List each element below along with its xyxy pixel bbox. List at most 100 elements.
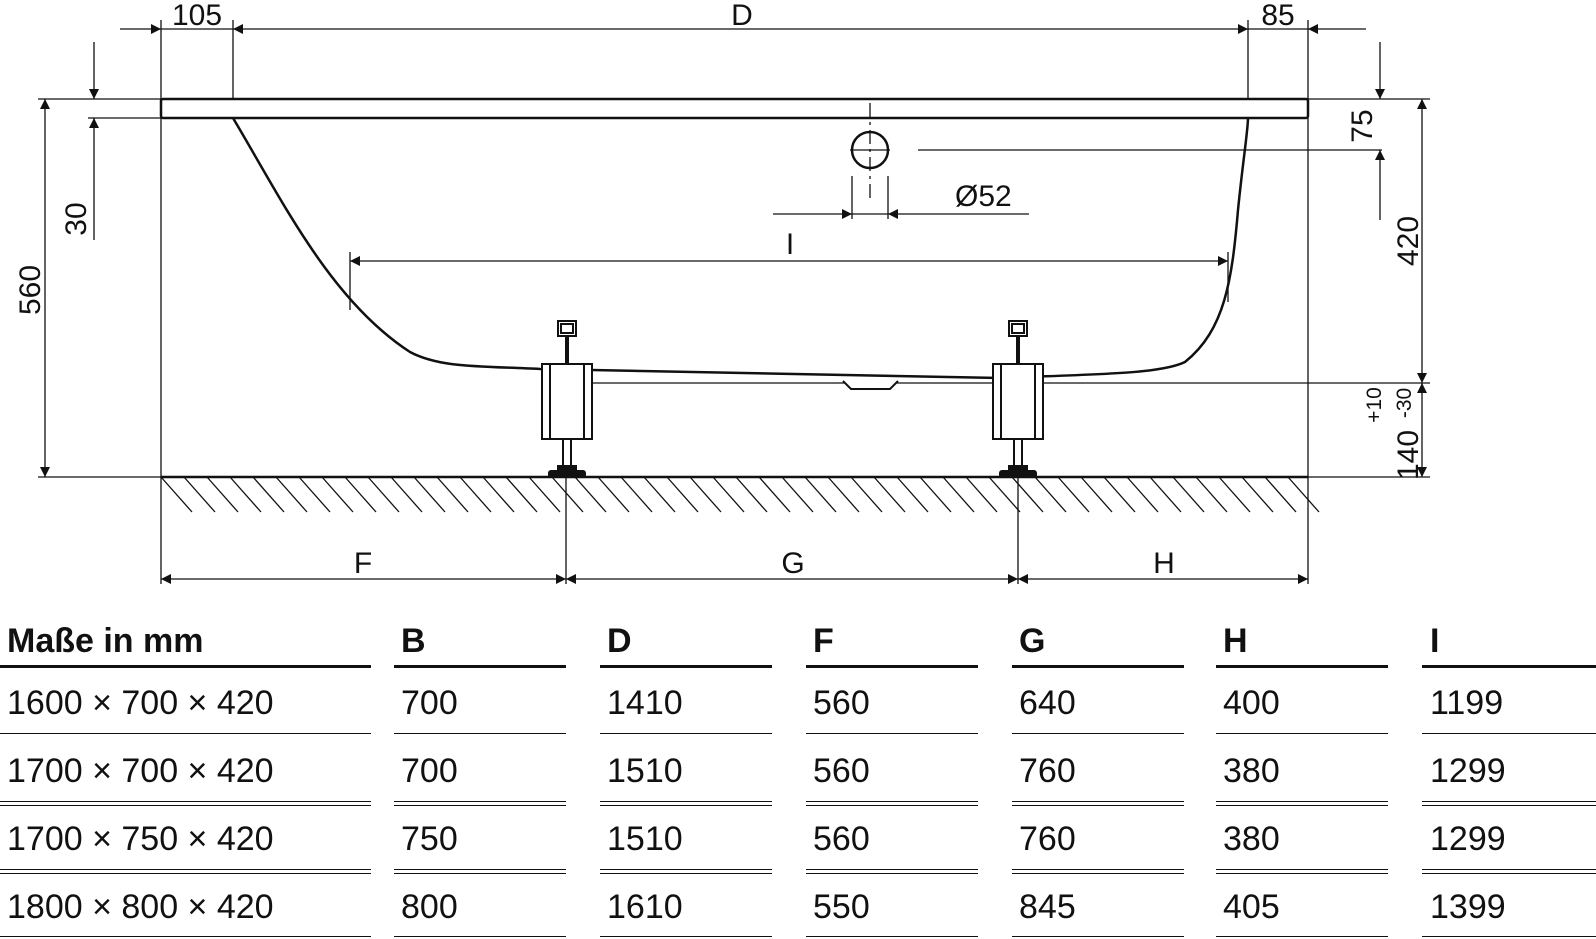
table-cell: 760 bbox=[1019, 820, 1076, 858]
table-header-cell: H bbox=[1223, 622, 1248, 660]
table-cell: 560 bbox=[813, 684, 870, 722]
table-row-rule bbox=[394, 936, 566, 937]
table-cell: 700 bbox=[401, 752, 458, 790]
floor bbox=[160, 475, 1320, 513]
table-row-rule bbox=[806, 801, 978, 806]
dim-label-h: H bbox=[1153, 547, 1175, 580]
table-cell: 750 bbox=[401, 820, 458, 858]
table-header-rule bbox=[1422, 665, 1596, 668]
table-cell: 1410 bbox=[607, 684, 683, 722]
bathtub bbox=[159, 97, 1310, 390]
dim-label-g: G bbox=[781, 547, 804, 580]
table-row-rule bbox=[806, 869, 978, 874]
bathtub-technical-drawing: 105 D 85 Ø52 I 560 30 75 420 140 +10 -30… bbox=[14, 0, 1430, 584]
table-row-rule bbox=[600, 869, 772, 874]
table-row-rule bbox=[1422, 733, 1596, 734]
table-row: 1800 × 800 × 420 800 1610 550 845 405 1399 bbox=[0, 888, 1596, 926]
dim-label-75: 75 bbox=[1346, 109, 1379, 142]
table-header-rule bbox=[394, 665, 566, 668]
table-row-rule bbox=[1422, 869, 1596, 874]
table-row-rule bbox=[0, 869, 371, 874]
table-row-rule bbox=[394, 733, 566, 734]
dim-label-diameter: Ø52 bbox=[955, 180, 1012, 213]
dim-label-d: D bbox=[731, 0, 753, 32]
table-row-rule bbox=[600, 936, 772, 937]
table-header-cell: D bbox=[607, 622, 632, 660]
table-row-rule bbox=[1216, 869, 1388, 874]
table-header-cell: G bbox=[1019, 622, 1046, 660]
table-cell: 405 bbox=[1223, 888, 1280, 926]
dim-label-30: 30 bbox=[60, 202, 93, 235]
table-row-rule bbox=[1012, 733, 1184, 734]
table-cell: 1610 bbox=[607, 888, 683, 926]
table-cell: 1199 bbox=[1430, 684, 1504, 722]
dim-label-105: 105 bbox=[172, 0, 222, 32]
table-row-rule bbox=[1216, 936, 1388, 937]
dimensions-table: Maße in mm B D F G H I 1600 × 700 × 420 700 1410 5… bbox=[0, 600, 1596, 939]
dim-label-tolerance-plus: +10 bbox=[1363, 387, 1386, 423]
table-cell: 1510 bbox=[607, 752, 683, 790]
table-row-rule bbox=[1216, 733, 1388, 734]
table-row: 1700 × 750 × 420 750 1510 560 760 380 1299 bbox=[0, 820, 1596, 858]
table-cell: 560 bbox=[813, 752, 870, 790]
table-header-cell: I bbox=[1430, 622, 1440, 660]
table-row-rule bbox=[0, 801, 371, 806]
table-cell: 1299 bbox=[1430, 752, 1506, 790]
floor-hatching bbox=[160, 476, 1320, 513]
table-header-cell: F bbox=[813, 622, 834, 660]
support-foot-left bbox=[541, 320, 593, 478]
table-cell: 380 bbox=[1223, 752, 1280, 790]
dim-label-i: I bbox=[786, 228, 794, 261]
table-header-cell: Maße in mm bbox=[7, 622, 204, 660]
table-row-rule bbox=[1422, 936, 1596, 937]
table-cell: 640 bbox=[1019, 684, 1076, 722]
table-cell: 1600 × 700 × 420 bbox=[7, 684, 274, 722]
dim-label-tolerance-minus: -30 bbox=[1393, 388, 1416, 418]
table-row-rule bbox=[1012, 801, 1184, 806]
dim-label-420: 420 bbox=[1392, 216, 1425, 266]
table-cell: 1700 × 750 × 420 bbox=[7, 820, 274, 858]
table-row: 1600 × 700 × 420 700 1410 560 640 400 1199 bbox=[0, 684, 1596, 722]
table-row-rule bbox=[806, 936, 978, 937]
table-cell: 800 bbox=[401, 888, 458, 926]
table-cell: 400 bbox=[1223, 684, 1280, 722]
table-row-rule bbox=[0, 936, 371, 937]
table-row-rule bbox=[0, 733, 371, 734]
table-cell: 1800 × 800 × 420 bbox=[7, 888, 274, 926]
table-row-rule bbox=[1012, 936, 1184, 937]
table-cell: 700 bbox=[401, 684, 458, 722]
dimension-lines bbox=[40, 24, 1427, 584]
dim-label-f: F bbox=[354, 547, 372, 580]
table-header-rule bbox=[0, 665, 371, 668]
table-cell: 1510 bbox=[607, 820, 683, 858]
dim-label-85: 85 bbox=[1261, 0, 1294, 32]
table-cell: 1399 bbox=[1430, 888, 1506, 926]
table-row-rule bbox=[806, 733, 978, 734]
drain-outlet bbox=[842, 380, 899, 390]
table-cell: 550 bbox=[813, 888, 870, 926]
dimension-labels: 105 D 85 Ø52 I 560 30 75 420 140 +10 -30… bbox=[14, 0, 1425, 580]
table-cell: 845 bbox=[1019, 888, 1076, 926]
support-foot-right bbox=[992, 320, 1044, 478]
bathtub-shell bbox=[231, 117, 1250, 380]
overflow-icon bbox=[850, 103, 890, 198]
bathtub-rim bbox=[159, 97, 1310, 120]
table-row-rule bbox=[1216, 801, 1388, 806]
table-row-rule bbox=[394, 869, 566, 874]
table-cell: 1299 bbox=[1430, 820, 1506, 858]
table-header-rule bbox=[806, 665, 978, 668]
table-header-rule bbox=[600, 665, 772, 668]
table-row-rule bbox=[600, 733, 772, 734]
dim-label-140: 140 bbox=[1392, 430, 1425, 480]
table-row-rule bbox=[394, 801, 566, 806]
table-row: 1700 × 700 × 420 700 1510 560 760 380 1299 bbox=[0, 752, 1596, 790]
dim-label-560: 560 bbox=[14, 265, 47, 315]
table-header-rule bbox=[1216, 665, 1388, 668]
table-cell: 380 bbox=[1223, 820, 1280, 858]
table-header-cell: B bbox=[401, 622, 426, 660]
table-cell: 760 bbox=[1019, 752, 1076, 790]
table-cell: 560 bbox=[813, 820, 870, 858]
table-row-rule bbox=[1012, 869, 1184, 874]
table-cell: 1700 × 700 × 420 bbox=[7, 752, 274, 790]
table-header-rule bbox=[1012, 665, 1184, 668]
